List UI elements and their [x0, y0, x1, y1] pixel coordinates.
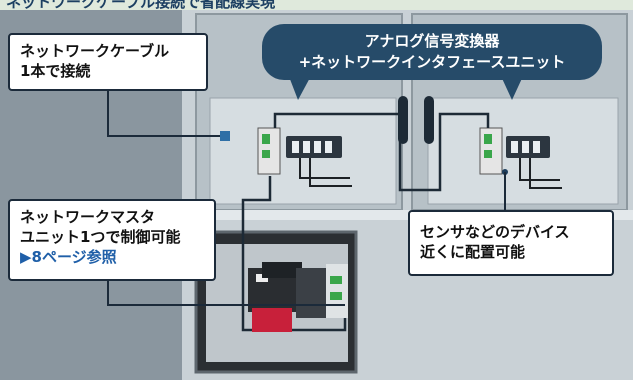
cable-callout: ネットワークケーブル 1本で接続 [8, 33, 208, 91]
left-analog-module [257, 127, 342, 175]
sensor-callout-line2: 近くに配置可能 [420, 243, 526, 261]
master-leader [107, 281, 345, 306]
sensor-callout-line1: センサなどのデバイス [420, 223, 570, 241]
unit-bubble: アナログ信号変換器 +ネットワークインタフェースユニット [262, 24, 602, 80]
top-banner: ネットワークケーブル接続で省配線実現 [0, 0, 633, 10]
cable-marker [220, 131, 230, 141]
cable-callout-line1: ネットワークケーブル [20, 42, 170, 60]
master-callout-line2: ユニット1つで制御可能 [20, 228, 181, 246]
page-reference-link[interactable]: ▶8ページ参照 [20, 248, 117, 266]
sensor-callout: センサなどのデバイス 近くに配置可能 [408, 210, 614, 276]
top-banner-text: ネットワークケーブル接続で省配線実現 [6, 0, 276, 10]
unit-bubble-line2: +ネットワークインタフェースユニット [298, 53, 566, 71]
right-handle [424, 96, 434, 144]
master-callout-line1: ネットワークマスタ [20, 208, 156, 226]
right-analog-module [479, 127, 550, 175]
unit-bubble-line1: アナログ信号変換器 [364, 32, 500, 50]
cable-leader [107, 91, 224, 137]
cable-callout-line2: 1本で接続 [20, 62, 91, 80]
master-callout: ネットワークマスタ ユニット1つで制御可能 ▶8ページ参照 [8, 199, 216, 281]
network-cable [241, 176, 347, 332]
